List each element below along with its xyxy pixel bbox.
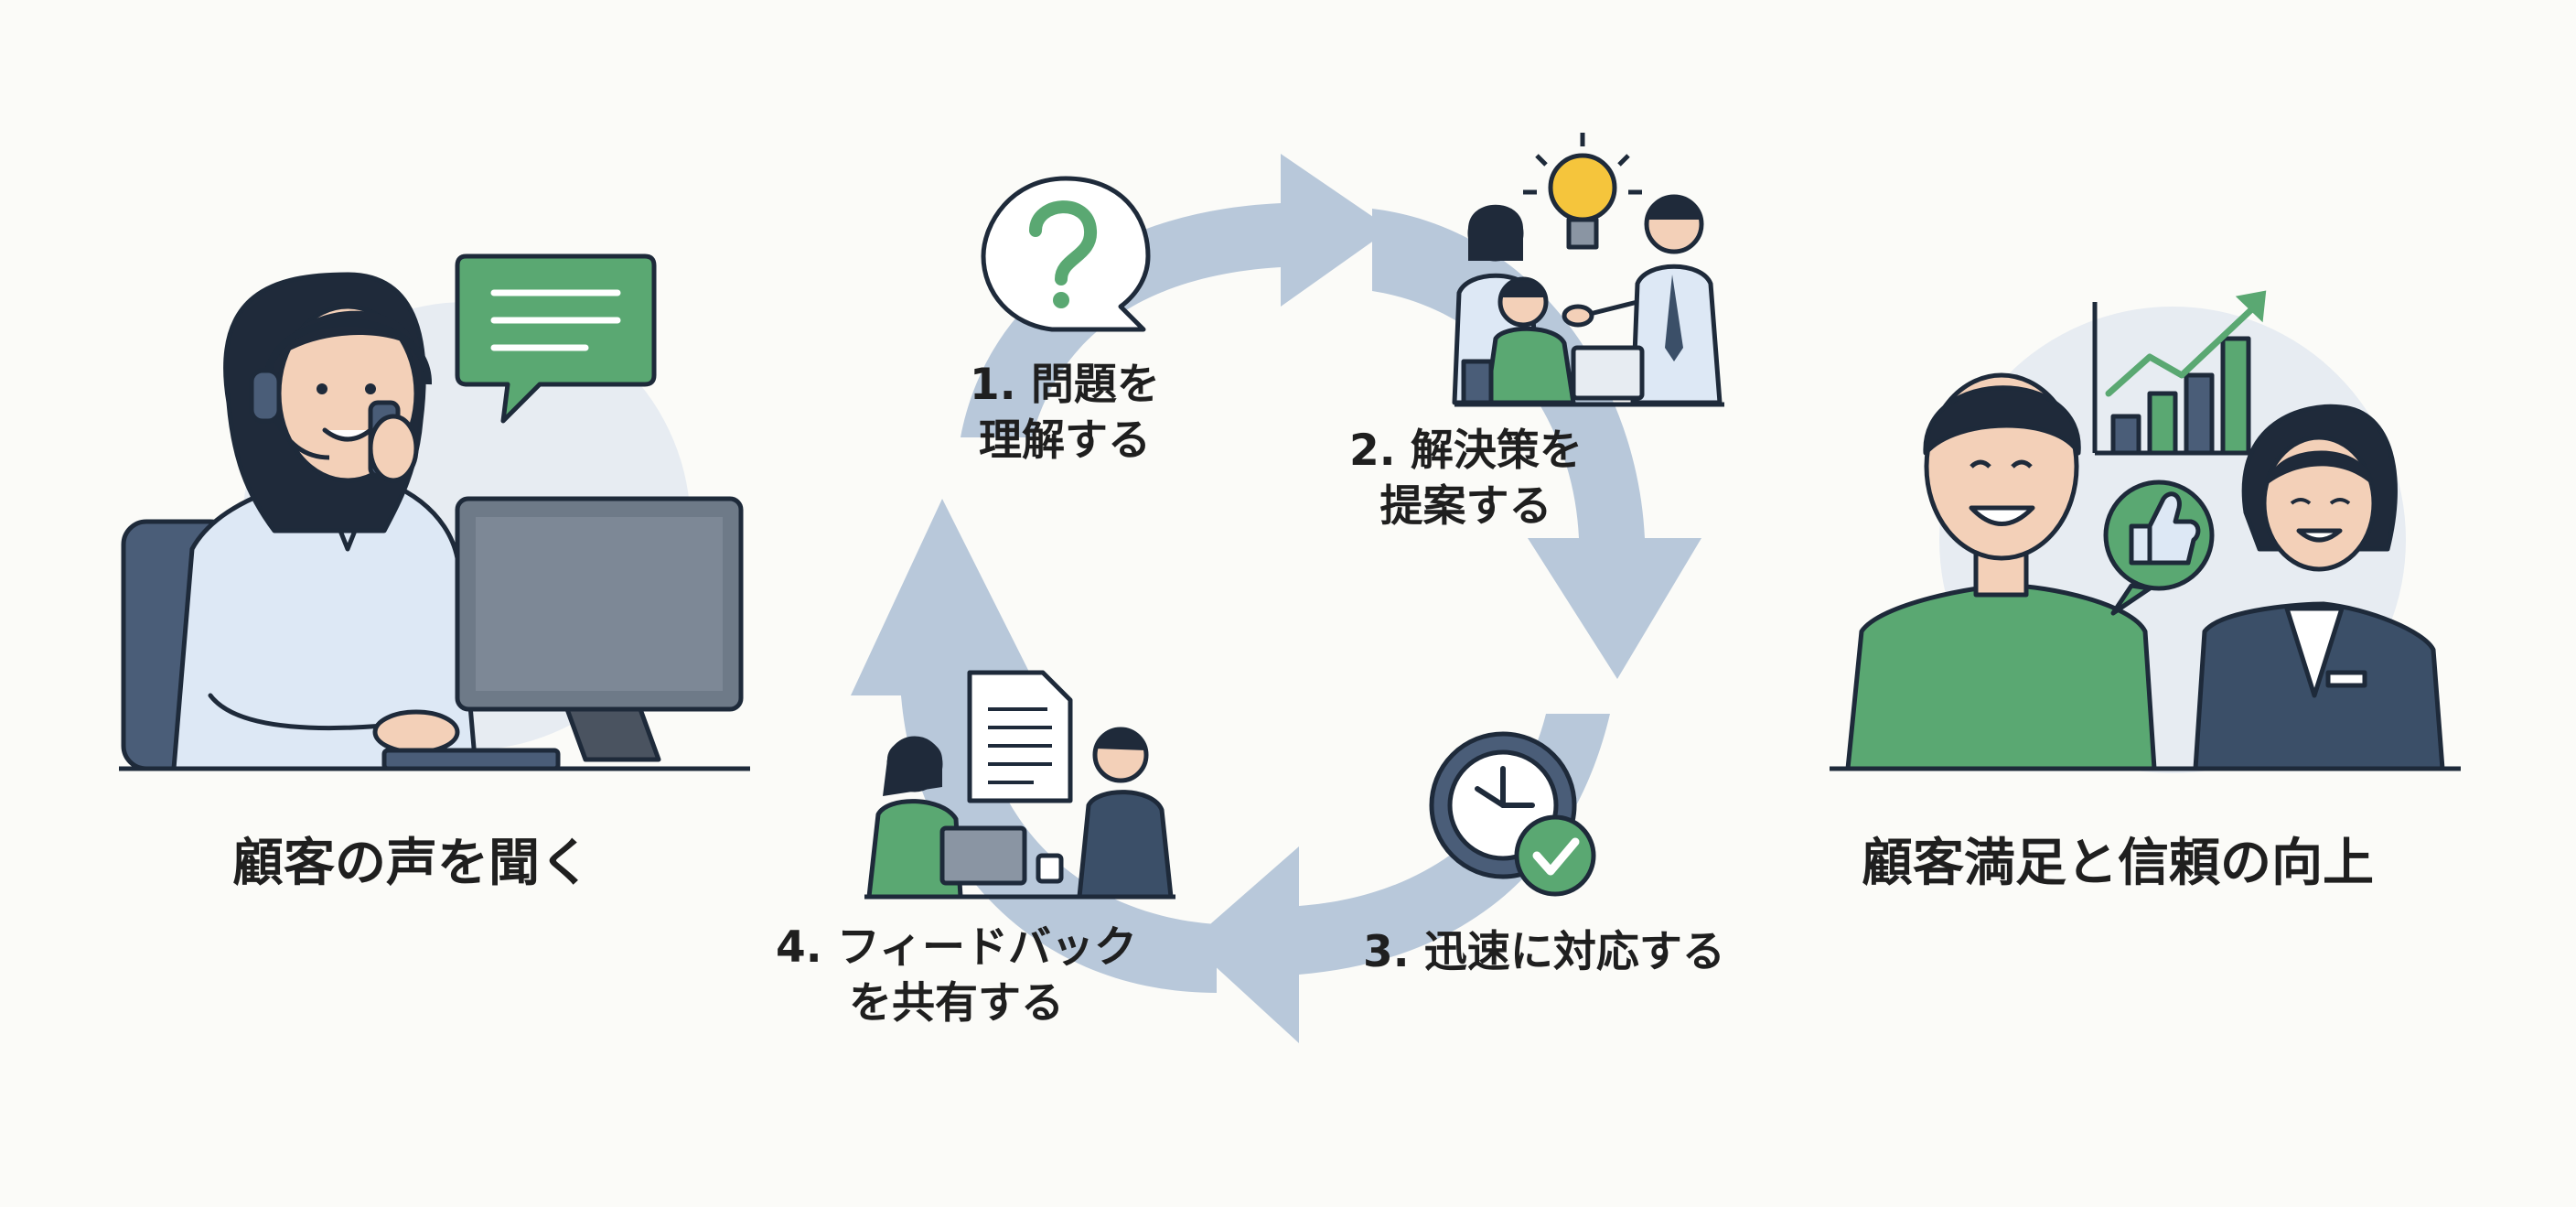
growth-chart-icon xyxy=(2092,290,2269,456)
document-icon xyxy=(967,670,1073,803)
step4-illustration xyxy=(864,670,1175,900)
arrow-left xyxy=(851,499,1217,993)
cycle-arrows xyxy=(851,154,1701,1043)
step2-illustration xyxy=(1452,133,1724,407)
chat-bubble-icon xyxy=(455,253,657,424)
right-illustration xyxy=(1830,290,2461,773)
arrow-right xyxy=(1372,209,1701,679)
question-bubble-icon xyxy=(981,176,1151,332)
step-2-line1: 2. 解決策を xyxy=(1349,426,1583,476)
step-2-label: 2. 解決策を 提案する xyxy=(1349,423,1583,534)
left-illustration xyxy=(119,253,750,771)
step-4-label: 4. フィードバック を共有する xyxy=(776,920,1137,1031)
step-3-line1: 3. 迅速に対応する xyxy=(1363,927,1725,977)
right-caption: 顧客満足と信頼の向上 xyxy=(1862,834,2374,893)
headset-icon xyxy=(263,318,433,385)
arrow-top xyxy=(961,154,1390,437)
checkmark-badge-icon xyxy=(1514,814,1596,897)
thumbs-up-icon xyxy=(2103,480,2215,616)
step-1-line2: 理解する xyxy=(978,415,1151,467)
step-3-label: 3. 迅速に対応する xyxy=(1363,924,1725,980)
step-4-line2: を共有する xyxy=(848,978,1064,1029)
lightbulb-icon xyxy=(1523,133,1642,250)
step-2-line2: 提案する xyxy=(1379,481,1552,533)
arrow-bottom xyxy=(1189,714,1610,1043)
step-1-line1: 1. 問題を xyxy=(970,360,1160,410)
step-4-line1: 4. フィードバック xyxy=(776,922,1137,973)
step-1-label: 1. 問題を 理解する xyxy=(970,357,1160,469)
left-caption: 顧客の声を聞く xyxy=(232,834,591,893)
